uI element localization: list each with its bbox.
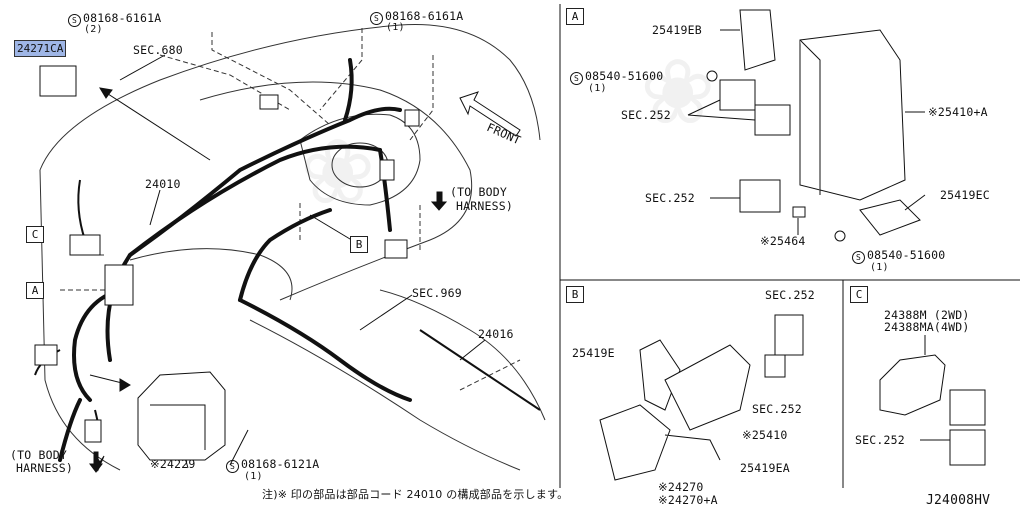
sec-252-label[interactable]: SEC.252 [855,433,905,447]
to-body-harness-label: HARNESS) [16,461,73,475]
part-25410A-label[interactable]: ※25410+A [928,105,988,119]
bolt-qty: (1) [386,22,405,33]
diagram-id: J24008HV [926,493,991,508]
watermark: ❀ [640,40,716,145]
to-body-harness-label: (TO BODY [450,185,507,199]
bracket-24229 [137,371,226,461]
panel-a-title: A [566,8,584,25]
part-24388MA-label[interactable]: 24388MA(4WD) [884,320,970,334]
panel-b-title: B [566,286,584,303]
part-25419EA-label[interactable]: 25419EA [740,461,790,475]
callout-a[interactable]: A [26,282,44,299]
screw-symbol-icon: S [570,72,583,85]
sec-252-label[interactable]: SEC.252 [621,108,671,122]
bolt-qty: (1) [870,262,889,273]
part-number: 08540-51600 [585,69,664,83]
front-arrow [459,91,521,137]
part-24270A-label[interactable]: ※24270+A [658,493,718,507]
sec-969-label[interactable]: SEC.969 [412,286,462,300]
bolt-qty: (1) [588,83,607,94]
part-number: 08168-6161A [385,9,464,23]
part-25419E-label[interactable]: 25419E [572,346,615,360]
dashboard-outline [39,23,546,471]
screw-symbol-icon: S [226,460,239,473]
sec-680-label[interactable]: SEC.680 [133,43,183,57]
part-24388M-label[interactable]: 24388M (2WD) [884,308,970,322]
footnote: 注)※ 印の部品は部品コード 24010 の構成部品を示します。 [262,488,569,501]
part-number: 08168-6121A [241,457,320,471]
screw-symbol-icon: S [852,251,865,264]
to-body-harness-label: (TO BODY [10,448,67,462]
bolt-qty: (1) [244,471,263,482]
part-24271CA-icon [39,65,77,97]
sec-252-label[interactable]: SEC.252 [765,288,815,302]
to-body-harness-label: HARNESS) [456,199,513,213]
part-25419EB-label[interactable]: 25419EB [652,23,702,37]
callout-c[interactable]: C [26,226,44,243]
part-24016-label[interactable]: 24016 [478,327,514,341]
part-25419EC-label[interactable]: 25419EC [940,188,990,202]
panel-c-drawings [879,335,986,466]
panel-c-title: C [850,286,868,303]
part-24270-label[interactable]: ※24270 [658,480,704,494]
part-24229-label[interactable]: ※24229 [150,457,196,471]
bolt-qty: (2) [84,24,103,35]
panel-a-leaders [687,29,926,235]
panel-a-drawings [706,9,921,242]
connectors [34,94,420,443]
panel-b-drawings [599,314,804,481]
sec-252-label[interactable]: SEC.252 [645,191,695,205]
part-number: 08540-51600 [867,248,946,262]
highlighted-part-24271CA[interactable]: 24271CA [14,40,67,57]
part-25410-label[interactable]: ※25410 [742,428,788,442]
wire-harness [58,58,412,462]
part-25464-label[interactable]: ※25464 [760,234,806,248]
screw-symbol-icon: S [370,12,383,25]
sec-252-label[interactable]: SEC.252 [752,402,802,416]
harness-24010-label[interactable]: 24010 [145,177,181,191]
part-number: 08168-6161A [83,11,162,25]
callout-b[interactable]: B [350,236,368,253]
screw-symbol-icon: S [68,14,81,27]
